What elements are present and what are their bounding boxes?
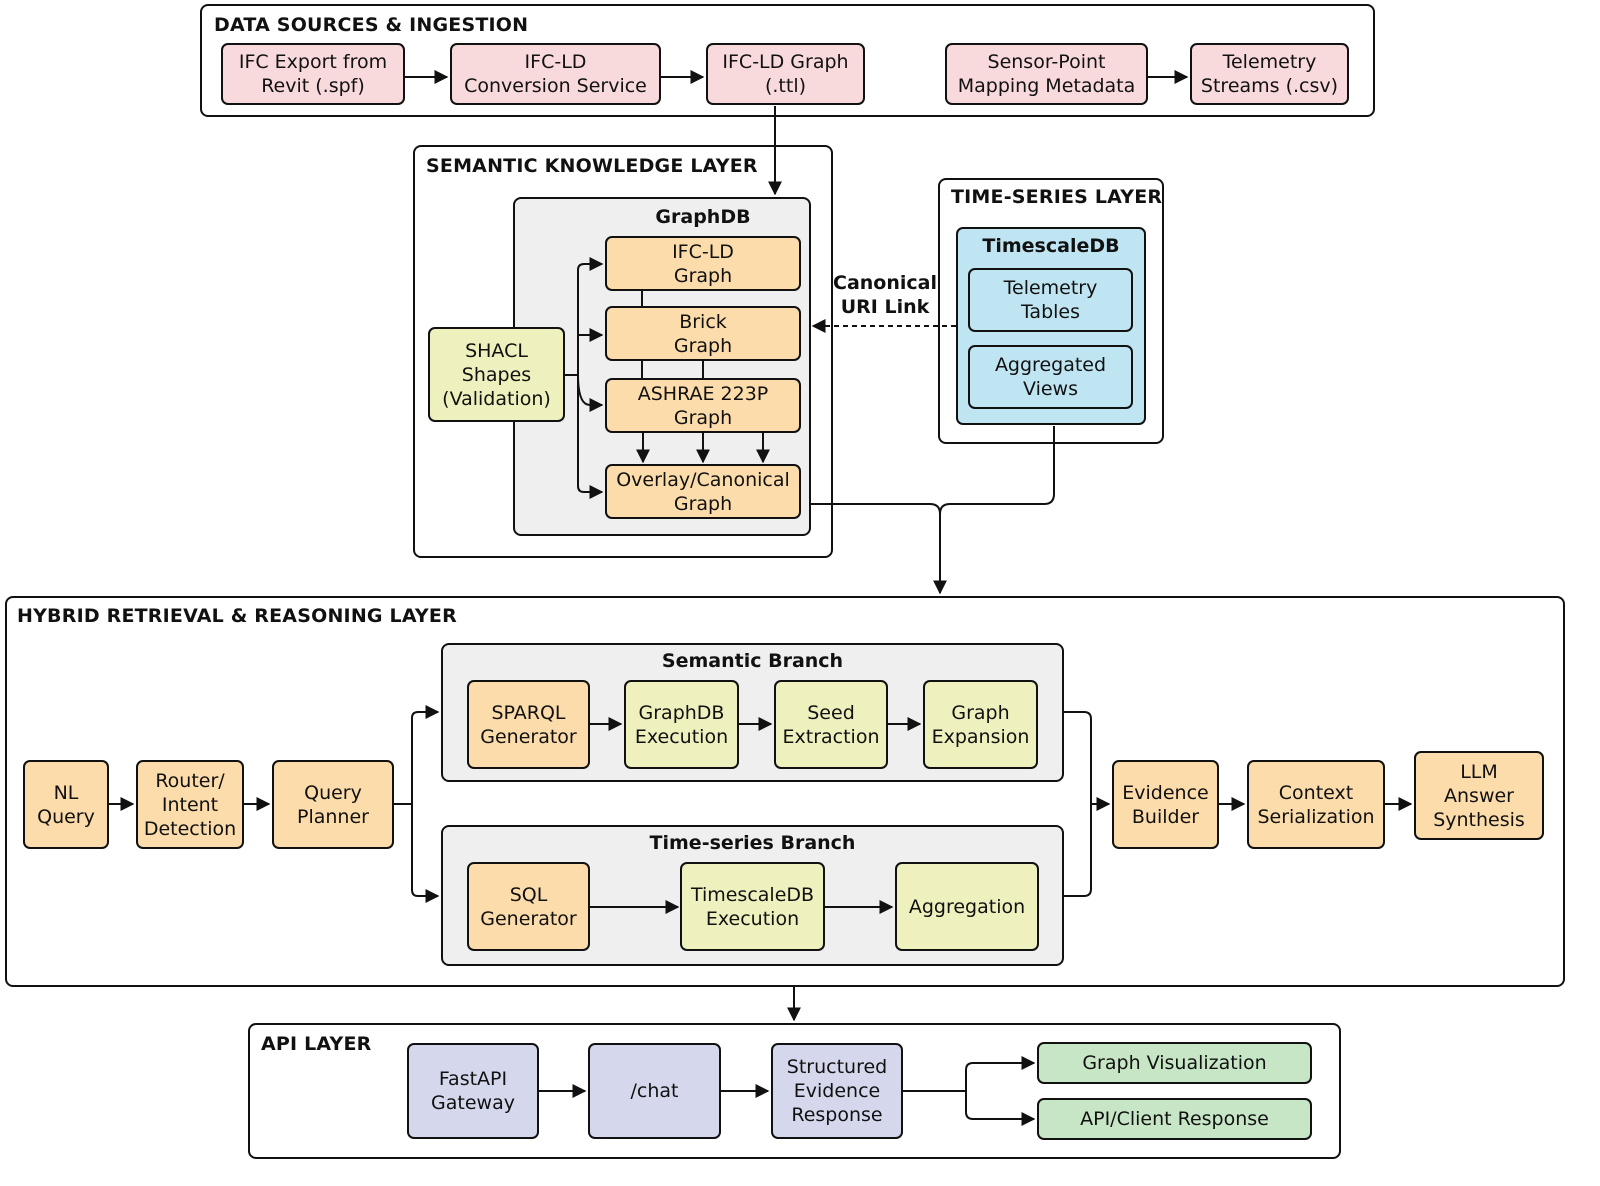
time-series-branch-title: Time-series Branch xyxy=(649,832,856,854)
graph-visualization-node[interactable]: Graph Visualization xyxy=(1037,1042,1312,1084)
ifcld-graph-node[interactable]: IFC-LD Graph xyxy=(605,236,801,291)
graphdb-group-title: GraphDB xyxy=(655,206,751,228)
arrow-to-client-response xyxy=(965,1091,1036,1126)
shacl-shapes-node[interactable]: SHACL Shapes (Validation) xyxy=(428,327,565,422)
arrow-shacl-to-ashrae xyxy=(577,374,604,412)
line-timescale-to-merge xyxy=(939,426,1055,515)
sensor-mapping-node[interactable]: Sensor-Point Mapping Metadata xyxy=(945,43,1148,105)
aggregation-node[interactable]: Aggregation xyxy=(895,862,1039,951)
overlay-canonical-graph-node[interactable]: Overlay/Canonical Graph xyxy=(605,464,801,519)
seed-extraction-node[interactable]: Seed Extraction xyxy=(774,680,888,769)
sql-generator-node[interactable]: SQL Generator xyxy=(467,862,590,951)
evidence-builder-node[interactable]: Evidence Builder xyxy=(1112,760,1219,849)
aggregated-views-node[interactable]: Aggregated Views xyxy=(968,345,1133,409)
ashrae-graph-node[interactable]: ASHRAE 223P Graph xyxy=(605,378,801,433)
ifcld-conversion-node[interactable]: IFC-LD Conversion Service xyxy=(450,43,661,105)
api-client-response-node[interactable]: API/Client Response xyxy=(1037,1098,1312,1140)
sparql-generator-node[interactable]: SPARQL Generator xyxy=(467,680,590,769)
telemetry-tables-node[interactable]: Telemetry Tables xyxy=(968,268,1133,332)
timescaledb-execution-node[interactable]: TimescaleDB Execution xyxy=(680,862,825,951)
timescaledb-group-title: TimescaleDB xyxy=(982,235,1120,257)
hybrid-retrieval-layer-title: HYBRID RETRIEVAL & REASONING LAYER xyxy=(17,605,457,627)
context-serialization-node[interactable]: Context Serialization xyxy=(1247,760,1385,849)
nl-query-node[interactable]: NL Query xyxy=(23,760,109,849)
semantic-branch-title: Semantic Branch xyxy=(661,650,844,672)
semantic-knowledge-layer-title: SEMANTIC KNOWLEDGE LAYER xyxy=(426,155,758,177)
line-ts-to-evidence xyxy=(1064,804,1092,897)
ifcld-graph-file-node[interactable]: IFC-LD Graph (.ttl) xyxy=(706,43,865,105)
structured-evidence-response-node[interactable]: Structured Evidence Response xyxy=(771,1043,903,1139)
ifc-export-node[interactable]: IFC Export from Revit (.spf) xyxy=(221,43,405,105)
arrow-to-graph-viz xyxy=(965,1056,1036,1091)
telemetry-streams-node[interactable]: Telemetry Streams (.csv) xyxy=(1190,43,1349,105)
brick-graph-node[interactable]: Brick Graph xyxy=(605,306,801,361)
api-layer-title: API LAYER xyxy=(261,1033,372,1055)
canonical-uri-link-label: Canonical URI Link xyxy=(833,272,937,318)
query-planner-node[interactable]: Query Planner xyxy=(272,760,394,849)
llm-answer-synthesis-node[interactable]: LLM Answer Synthesis xyxy=(1414,751,1544,840)
fastapi-gateway-node[interactable]: FastAPI Gateway xyxy=(407,1043,539,1139)
graphdb-execution-node[interactable]: GraphDB Execution xyxy=(624,680,739,769)
arrow-shacl-to-overlay xyxy=(577,375,604,499)
chat-endpoint-node[interactable]: /chat xyxy=(588,1043,721,1139)
line-semantic-to-evidence xyxy=(1064,711,1092,804)
arrow-planner-to-timeseries xyxy=(411,804,440,903)
arrow-shacl-to-ifcld xyxy=(577,257,604,375)
arrow-planner-to-semantic xyxy=(411,705,440,804)
time-series-layer-title: TIME-SERIES LAYER xyxy=(951,186,1163,208)
router-intent-node[interactable]: Router/ Intent Detection xyxy=(136,760,244,849)
graph-expansion-node[interactable]: Graph Expansion xyxy=(923,680,1038,769)
data-sources-layer-title: DATA SOURCES & INGESTION xyxy=(214,14,529,36)
line-overlay-to-merge xyxy=(811,503,941,515)
